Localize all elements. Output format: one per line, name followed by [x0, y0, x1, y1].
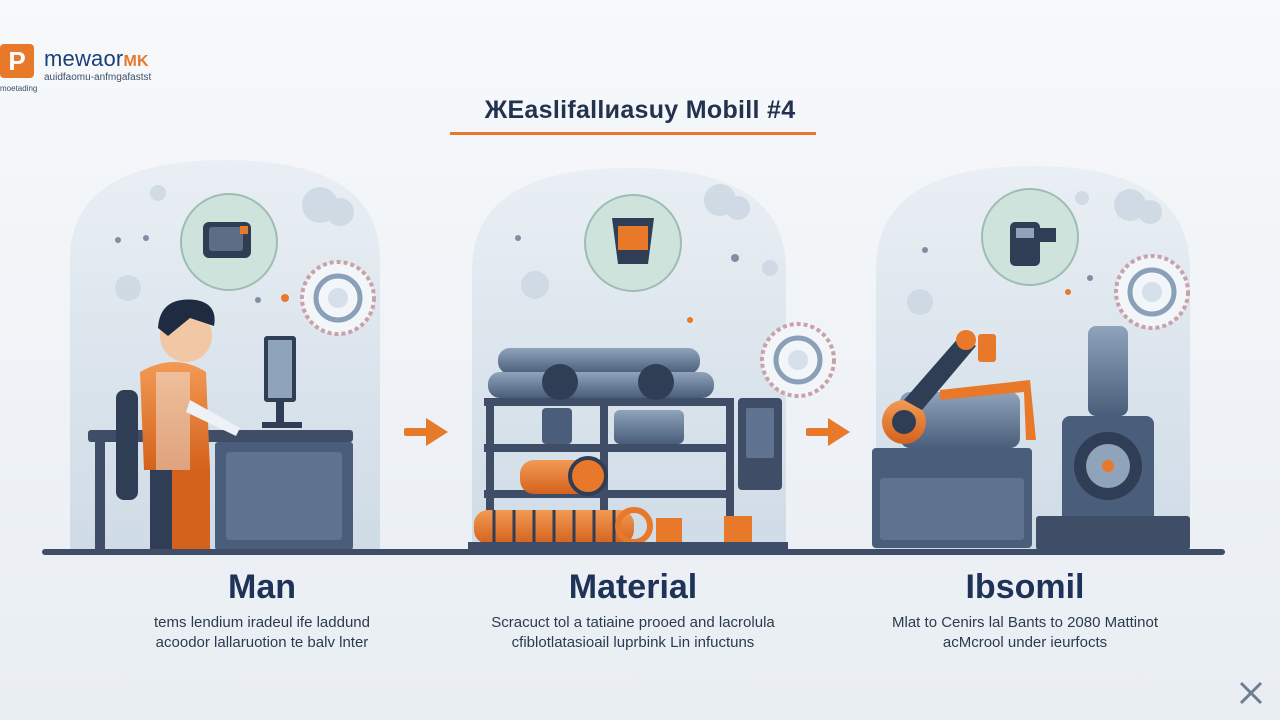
gear-icon: [760, 322, 836, 398]
machine-scene: [872, 326, 1190, 550]
panel-heading: Material: [568, 568, 698, 606]
worker-scene: [88, 299, 353, 550]
arrow-right-icon: [806, 418, 850, 446]
logo-mark: P: [0, 44, 34, 78]
arrow-right-icon: [404, 418, 448, 446]
cup-icon: [584, 194, 682, 292]
floor-line: [42, 549, 1225, 555]
close-icon[interactable]: [1236, 678, 1266, 708]
brand-logo[interactable]: P mewaorMK auidfaomu-anfmgafastst moetad…: [0, 44, 200, 94]
panel-description: Scracuct tol a tatiaine prooed and lacro…: [491, 614, 775, 651]
material-shelf: [468, 348, 788, 550]
panel-heading: Ibsomil: [965, 568, 1085, 606]
brand-sub: moetading: [0, 84, 38, 93]
panel-third: Ibsomil Mlat to Cenirs lal Bants to 2080…: [835, 568, 1215, 653]
brand-tagline: auidfaomu-anfmgafastst: [44, 72, 152, 83]
brand-name: mewaorMK: [44, 46, 149, 71]
gear-icon: [300, 260, 376, 336]
page-title: ЖEaslifallиasuy Mobill #4: [484, 96, 796, 124]
panel-heading: Man: [228, 568, 296, 606]
panel-material: Material Scracuct tol a tatiaine prooed …: [443, 568, 823, 653]
monitor-icon: [180, 193, 278, 291]
machine-icon: [981, 188, 1079, 286]
title-underline: [450, 132, 816, 135]
panel-description: Mlat to Cenirs lal Bants to 2080 Mattino…: [892, 614, 1158, 651]
gear-icon: [1114, 254, 1190, 330]
